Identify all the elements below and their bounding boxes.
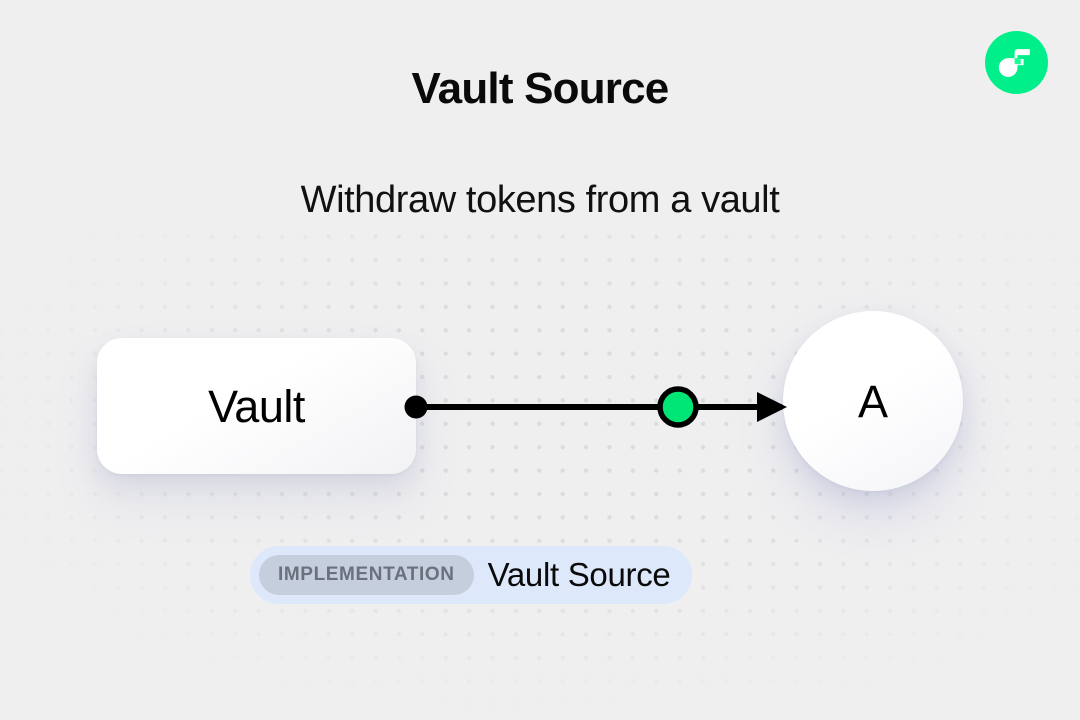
implementation-tag: IMPLEMENTATION xyxy=(259,555,474,595)
page-subtitle: Withdraw tokens from a vault xyxy=(300,179,780,221)
edge-midpoint-marker xyxy=(657,386,699,428)
node-vault-label: Vault xyxy=(208,380,305,432)
flow-logo-icon xyxy=(985,31,1048,94)
node-a[interactable]: A xyxy=(783,311,963,491)
page-title: Vault Source xyxy=(411,64,670,113)
node-vault[interactable]: Vault xyxy=(97,338,416,474)
node-a-label: A xyxy=(857,375,888,427)
implementation-badge[interactable]: IMPLEMENTATION Vault Source xyxy=(250,546,693,604)
implementation-name: Vault Source xyxy=(487,556,671,593)
